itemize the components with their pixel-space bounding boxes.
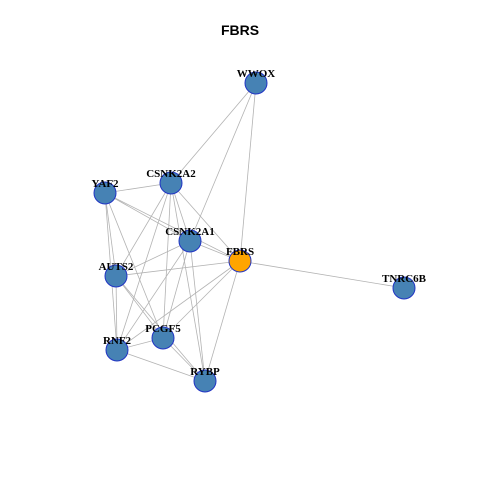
node-label-rybp: RYBP: [190, 366, 220, 378]
node-label-auts2: AUTS2: [99, 261, 134, 273]
edge-rnf2-rybp: [116, 349, 206, 382]
node-wwox: [244, 71, 268, 95]
node-label-csnk2a1: CSNK2A1: [165, 226, 215, 238]
edge-fbrs-rnf2: [116, 260, 241, 351]
edge-wwox-fbrs: [239, 82, 257, 262]
edge-csnk2a2-rybp: [170, 182, 206, 382]
edge-wwox-csnk2a2: [170, 82, 257, 184]
node-csnk2a2: [159, 171, 183, 195]
edge-fbrs-tnrc6b: [239, 260, 405, 289]
node-yaf2: [93, 181, 117, 205]
node-fbrs: [228, 249, 252, 273]
edge-auts2-pcgf5: [115, 275, 164, 339]
edge-csnk2a1-auts2: [115, 240, 191, 277]
node-rybp: [193, 369, 217, 393]
node-pcgf5: [151, 326, 175, 350]
edge-fbrs-pcgf5: [162, 260, 241, 339]
edge-fbrs-rybp: [204, 260, 241, 382]
node-label-fbrs: FBRS: [226, 246, 254, 258]
plot-title: FBRS: [220, 22, 260, 38]
node-label-yaf2: YAF2: [91, 178, 119, 190]
node-label-csnk2a2: CSNK2A2: [146, 168, 196, 180]
edge-yaf2-pcgf5: [104, 192, 164, 339]
edge-yaf2-auts2: [104, 192, 117, 277]
edge-csnk2a1-pcgf5: [162, 240, 191, 339]
node-csnk2a1: [178, 229, 202, 253]
node-rnf2: [105, 338, 129, 362]
edge-csnk2a2-fbrs: [170, 182, 241, 262]
node-label-tnrc6b: TNRC6B: [382, 273, 427, 285]
edge-csnk2a2-pcgf5: [162, 182, 172, 339]
edge-fbrs-auts2: [115, 260, 241, 277]
edge-csnk2a2-auts2: [115, 182, 172, 277]
node-label-wwox: WWOX: [237, 68, 276, 80]
edge-csnk2a2-rnf2: [116, 182, 172, 351]
edge-wwox-csnk2a1: [189, 82, 257, 242]
edge-auts2-rnf2: [115, 275, 118, 351]
edge-csnk2a1-rnf2: [116, 240, 191, 351]
node-label-rnf2: RNF2: [103, 335, 132, 347]
nodes-layer: [93, 71, 416, 393]
node-tnrc6b: [392, 276, 416, 300]
edge-csnk2a1-rybp: [189, 240, 206, 382]
node-label-pcgf5: PCGF5: [145, 323, 181, 335]
edge-yaf2-fbrs: [104, 192, 241, 262]
node-auts2: [104, 264, 128, 288]
edge-yaf2-csnk2a1: [104, 192, 191, 242]
edges-layer: [104, 82, 405, 382]
